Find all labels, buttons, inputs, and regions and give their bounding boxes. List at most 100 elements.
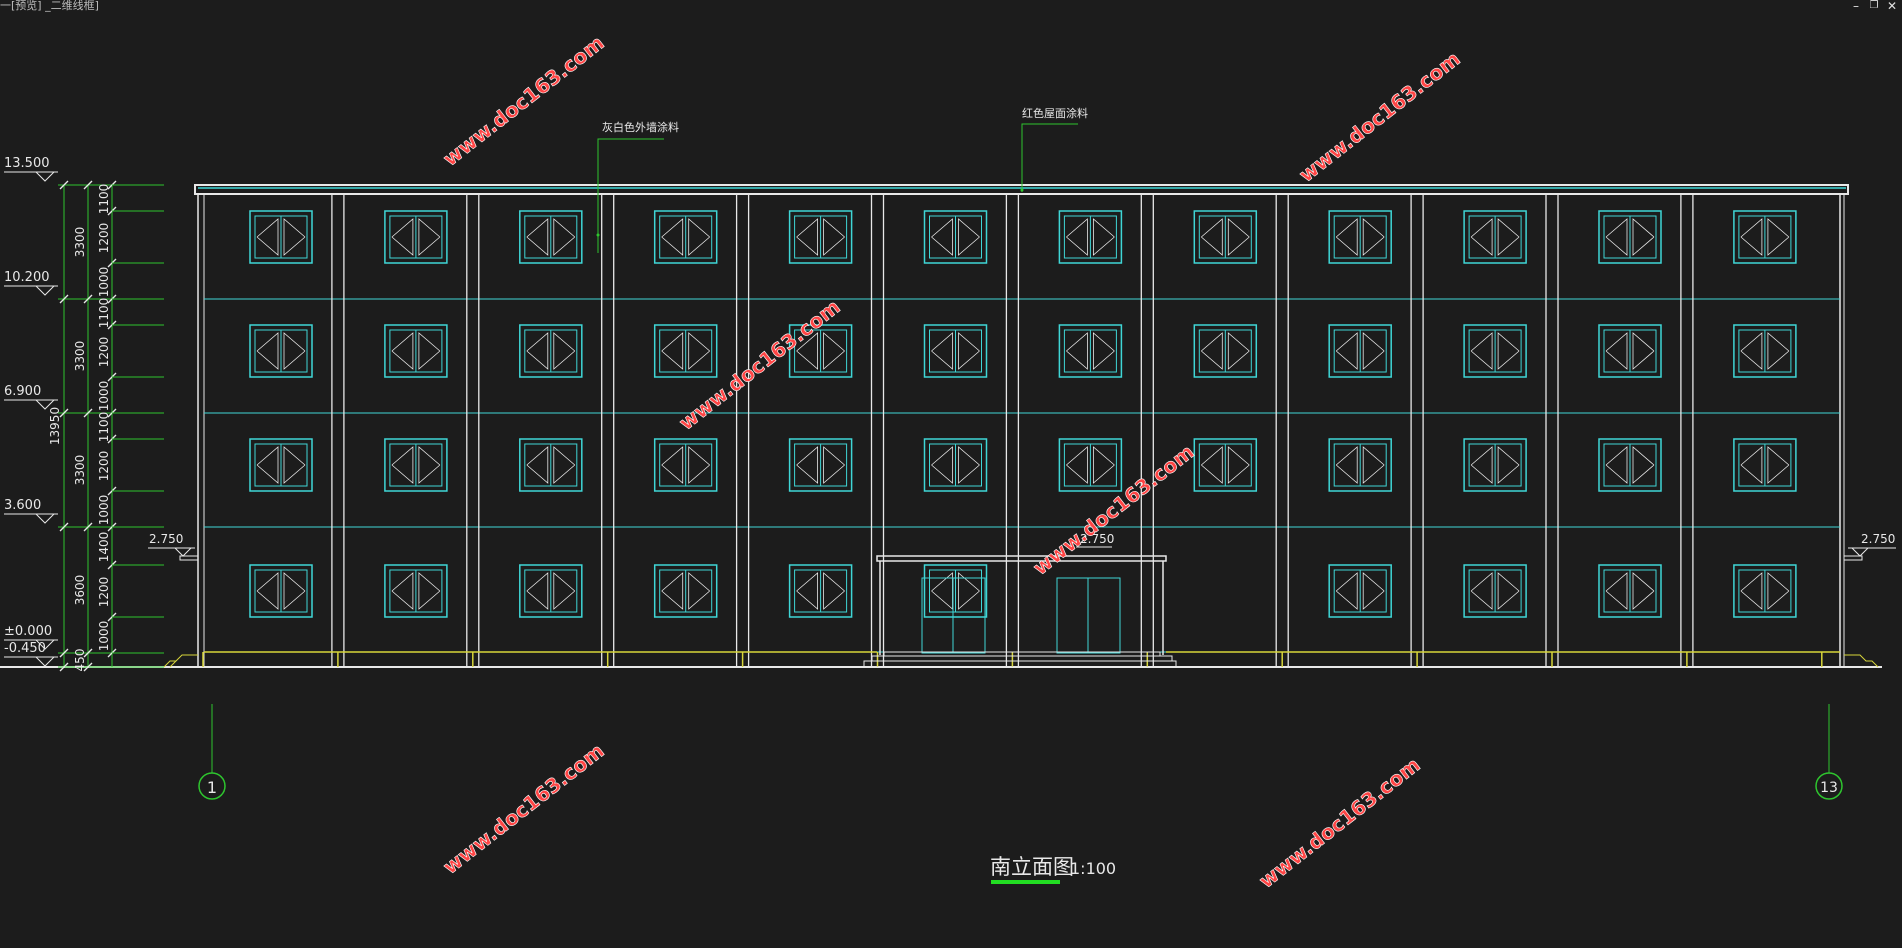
detail-dim: 1200 (97, 223, 111, 254)
window-frame (249, 210, 313, 264)
window (1598, 438, 1662, 492)
window (1193, 210, 1258, 264)
window-frame (249, 564, 313, 618)
window-opening-mark (283, 572, 306, 610)
window-frame (788, 438, 853, 492)
entrance-step-2 (871, 655, 1173, 662)
window-opening-mark (1740, 572, 1763, 610)
window-frame (1328, 210, 1392, 264)
roof-callout-leader (1021, 123, 1078, 192)
window-opening-mark (1227, 218, 1250, 256)
window (1598, 324, 1662, 378)
window (1058, 438, 1123, 492)
window-opening-mark (418, 218, 441, 256)
window-opening-mark (688, 572, 710, 610)
window-opening-mark (823, 332, 845, 370)
elevation-triangle (34, 171, 56, 182)
window-frame (249, 324, 313, 378)
window-opening-mark (958, 572, 980, 610)
column (466, 193, 480, 668)
window-opening-mark (1362, 446, 1385, 484)
window-frame (519, 210, 583, 264)
window (653, 324, 718, 378)
dim-tick (83, 180, 93, 190)
window (653, 210, 718, 264)
detail-dim: 1000 (97, 267, 111, 298)
dim-tick (59, 408, 69, 418)
window (384, 438, 448, 492)
minimize-icon[interactable]: – (1853, 0, 1859, 13)
detail-dim: 1000 (97, 381, 111, 412)
window-frame (1598, 438, 1662, 492)
window-opening-mark (958, 446, 980, 484)
canopy-elevation-left: 2.750 (149, 532, 183, 546)
window-opening-mark (1201, 332, 1223, 370)
axis-label-1: 1 (207, 778, 217, 797)
window-opening-mark (1470, 332, 1493, 370)
window-frame (519, 324, 583, 378)
window (923, 324, 988, 378)
dim-tick (83, 662, 93, 672)
watermark-text: www.doc163.com (438, 30, 608, 170)
window-frame (384, 438, 448, 492)
window-opening-mark (526, 572, 549, 610)
window (788, 324, 853, 378)
title-bar: 一[预览] _二维线框] – ❐ ✕ (0, 0, 1902, 14)
window-frame (384, 324, 448, 378)
restore-icon[interactable]: ❐ (1869, 0, 1879, 11)
total-height-dim: 13950 (48, 407, 62, 445)
window-opening-mark (1497, 572, 1520, 610)
window-frame (384, 210, 448, 264)
window-opening-mark (1605, 332, 1628, 370)
window (653, 564, 718, 618)
window-frame (1733, 210, 1797, 264)
window-frame (1598, 564, 1662, 618)
window-opening-mark (1497, 446, 1520, 484)
window-frame (519, 564, 583, 618)
dim-tick (59, 522, 69, 532)
window-frame (1328, 564, 1392, 618)
window-opening-mark (1497, 332, 1520, 370)
window-frame (1058, 210, 1123, 264)
window (1463, 564, 1527, 618)
column (1275, 193, 1289, 668)
window (519, 438, 583, 492)
elevation-label: 6.900 (4, 384, 41, 399)
window-frame (653, 438, 718, 492)
elevation-triangle (34, 399, 56, 410)
window-opening-mark (1093, 218, 1115, 256)
elevation-label: 3.600 (4, 498, 41, 513)
window-opening-mark (1335, 446, 1358, 484)
drawing-title-block: 南立面图 1:100 (990, 855, 1116, 884)
floor-height-dim: 3600 (73, 575, 87, 606)
close-icon[interactable]: ✕ (1886, 0, 1898, 13)
elevation-label: 10.200 (4, 270, 50, 285)
window-opening-mark (553, 572, 576, 610)
building: 2.750 (0, 184, 1882, 668)
window (788, 438, 853, 492)
window (923, 210, 988, 264)
detail-dim: 1400 (97, 532, 111, 563)
window (249, 324, 313, 378)
window-opening-mark (931, 332, 953, 370)
elevation-triangle (34, 285, 56, 296)
window-opening-mark (1605, 218, 1628, 256)
window-frame (653, 210, 718, 264)
watermark-text: www.doc163.com (1294, 46, 1464, 186)
window-frame (519, 438, 583, 492)
window-opening-mark (958, 218, 980, 256)
window (1058, 210, 1123, 264)
axis-label-13: 13 (1820, 780, 1838, 796)
window-opening-mark (1470, 218, 1493, 256)
window-opening-mark (661, 572, 684, 610)
axis-bubble-1 (198, 772, 226, 800)
window (1733, 324, 1797, 378)
elevation-label: ±0.000 (4, 624, 52, 639)
window-opening-mark (1740, 332, 1763, 370)
dim-tick (83, 294, 93, 304)
dim-tick (59, 648, 69, 658)
window-frame (1463, 210, 1527, 264)
window-frame (923, 324, 988, 378)
